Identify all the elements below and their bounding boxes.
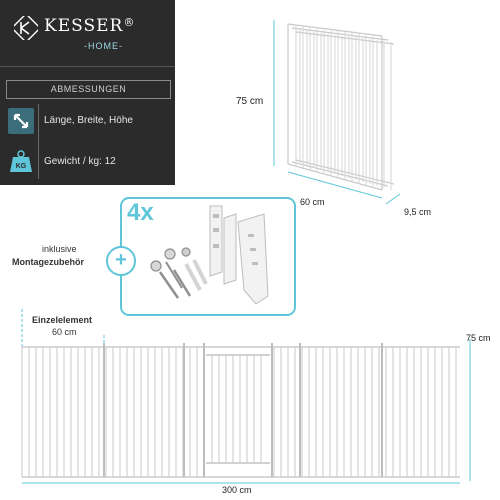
panel-divider	[0, 66, 175, 67]
diagonal-arrow-icon	[8, 108, 34, 134]
included-caption-line1: inklusive	[42, 244, 77, 254]
dimensions-label: Länge, Breite, Höhe	[44, 115, 133, 126]
gate-length-label: 300 cm	[222, 485, 252, 495]
brand-name: KESSER®	[44, 16, 136, 36]
single-element-label: Einzelelement	[32, 315, 93, 325]
folded-height-label: 75 cm	[236, 96, 264, 107]
accessories-count: 4x	[127, 199, 154, 226]
spec-row-separator	[38, 104, 39, 179]
folded-gate-illustration	[273, 20, 401, 205]
folded-width-label: 60 cm	[300, 197, 325, 207]
info-panel	[0, 0, 175, 185]
folded-depth-label: 9,5 cm	[404, 207, 432, 217]
single-element-width: 60 cm	[52, 327, 77, 337]
dimensions-header: ABMESSUNGEN	[6, 80, 171, 99]
full-gate-illustration	[21, 309, 471, 484]
plus-icon: +	[106, 246, 136, 276]
gate-height-label: 75 cm	[466, 333, 491, 343]
svg-text:KG: KG	[16, 163, 27, 170]
weight-label: Gewicht / kg: 12	[44, 156, 116, 167]
element-dimension-marker	[21, 309, 105, 347]
kesser-logo-icon	[14, 16, 38, 40]
brand-subline: -HOME-	[84, 41, 123, 51]
weight-kg-icon: KG	[10, 150, 32, 172]
included-caption-line2: Montagezubehör	[12, 257, 84, 267]
mounting-hardware-illustration	[150, 205, 269, 305]
